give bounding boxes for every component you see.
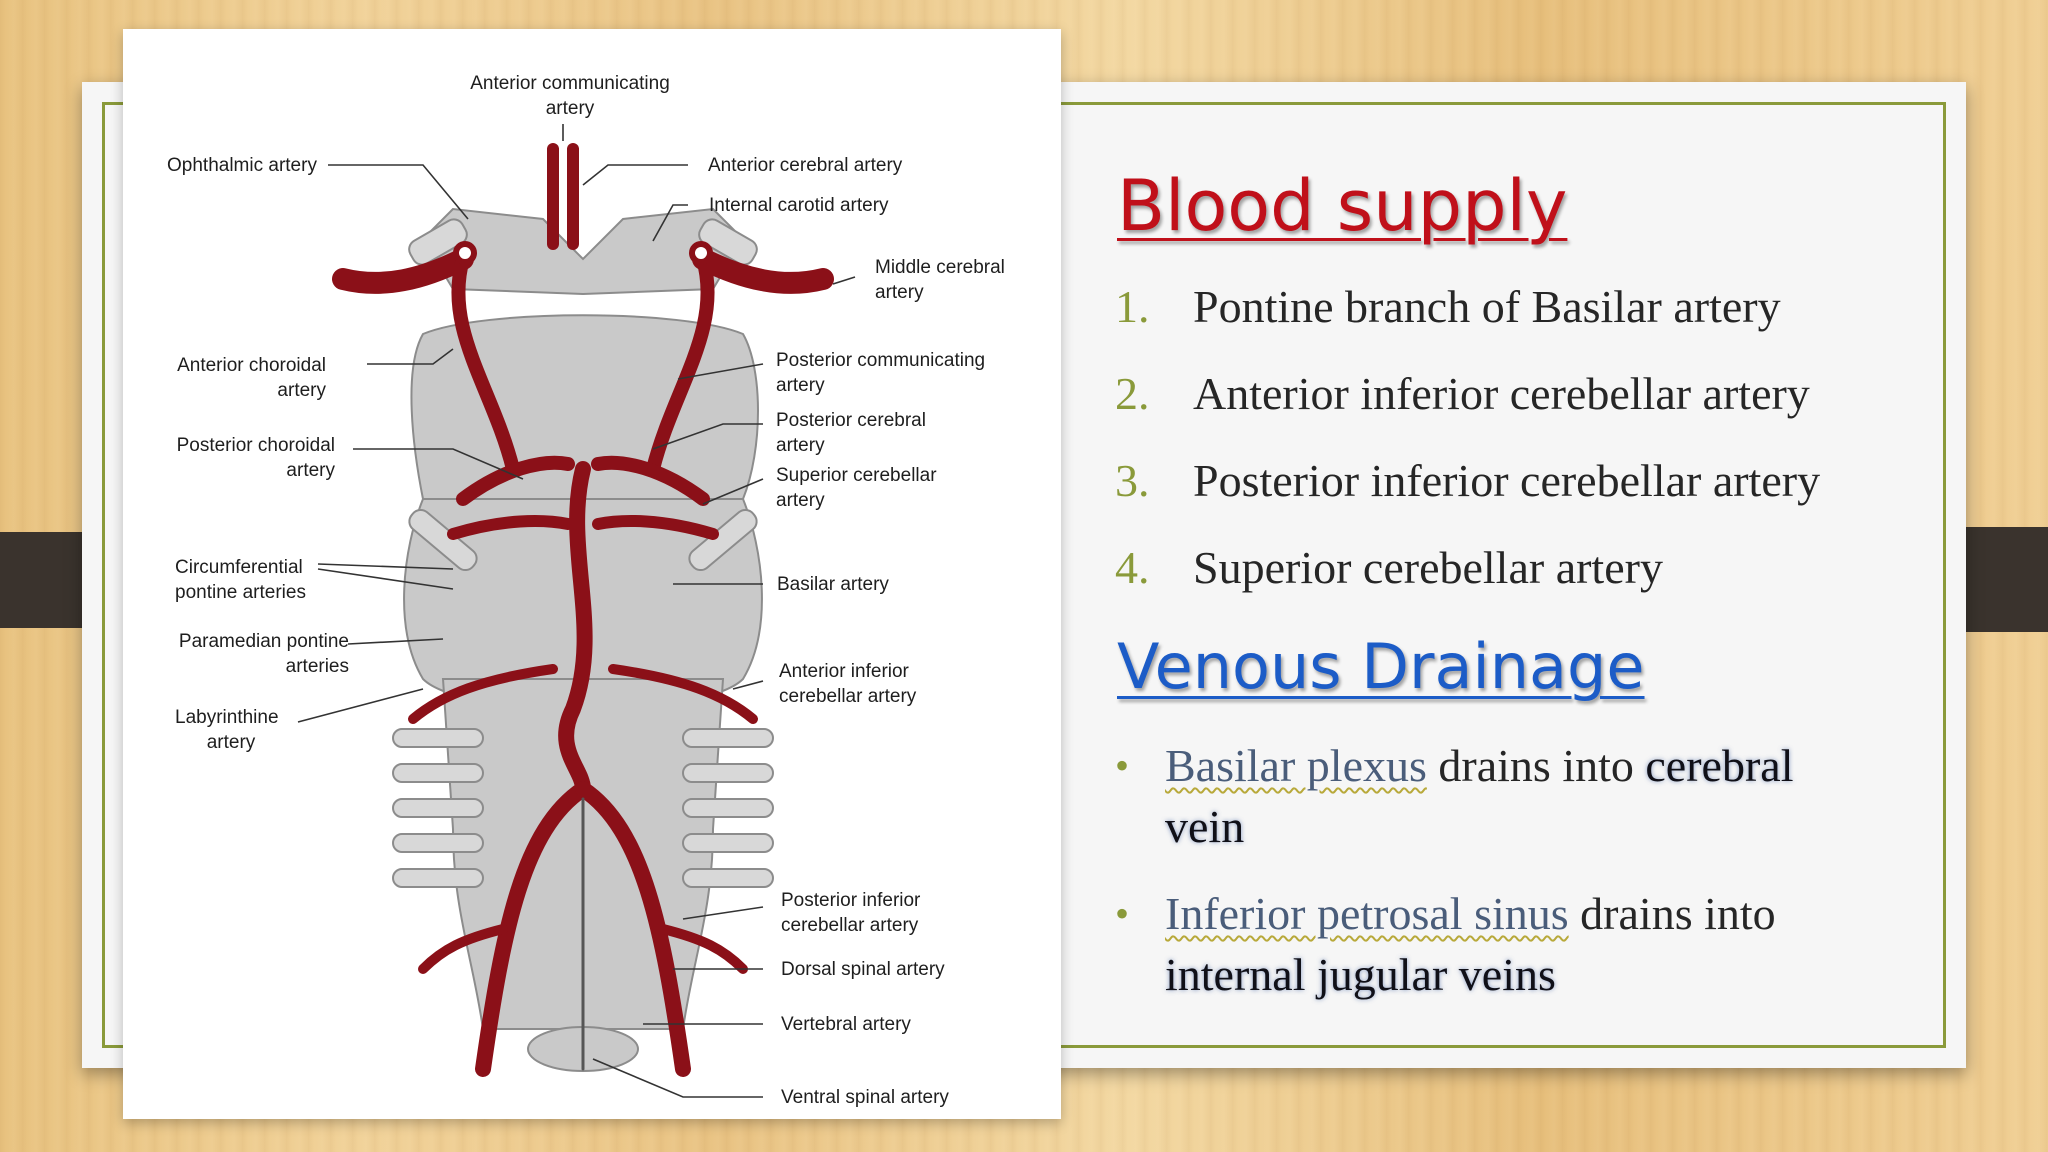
svg-text:Anterior inferior: Anterior inferior <box>779 661 910 682</box>
svg-text:artery: artery <box>875 282 924 303</box>
svg-text:Ophthalmic artery: Ophthalmic artery <box>167 155 317 176</box>
label-posterior-inferior-cerebellar-2: cerebellar artery <box>781 915 919 936</box>
svg-text:artery: artery <box>207 732 256 753</box>
cranial-nerves <box>392 218 774 888</box>
label-middle-cerebral-2: artery <box>875 282 924 303</box>
label-anterior-choroidal-1: Anterior choroidal <box>177 355 326 376</box>
label-middle-cerebral-1: Middle cerebral <box>875 257 1005 278</box>
list-item: 2. Anterior inferior cerebellar artery <box>1115 367 1820 454</box>
label-ophthalmic: Ophthalmic artery <box>167 155 317 176</box>
svg-text:cerebellar artery: cerebellar artery <box>779 686 917 707</box>
venous-drainage-list: • Basilar plexus drains into cerebral vei… <box>1113 735 1873 1031</box>
drainage-verb: drains into <box>1426 740 1646 791</box>
label-basilar: Basilar artery <box>777 574 889 595</box>
list-text: Posterior inferior cerebellar artery <box>1193 455 1821 506</box>
label-posterior-choroidal-2: artery <box>286 460 335 481</box>
label-anterior-cerebral: Anterior cerebral artery <box>708 155 903 176</box>
leader-lines <box>297 124 856 1098</box>
list-item: 3. Posterior inferior cerebellar artery <box>1115 454 1820 541</box>
drainage-source: Basilar plexus <box>1165 740 1427 791</box>
svg-text:arteries: arteries <box>286 656 349 677</box>
drainage-verb: drains into <box>1568 888 1776 939</box>
svg-text:Posterior choroidal: Posterior choroidal <box>177 435 335 456</box>
label-vertebral: Vertebral artery <box>781 1014 911 1035</box>
list-item: 1. Pontine branch of Basilar artery <box>1115 280 1820 367</box>
label-anterior-communicating-1: Anterior communicating <box>470 73 670 94</box>
label-posterior-cerebral-1: Posterior cerebral <box>776 410 926 431</box>
list-text: Anterior inferior cerebellar artery <box>1193 368 1810 419</box>
label-posterior-inferior-cerebellar-1: Posterior inferior <box>781 890 921 911</box>
label-labyrinthine-2: artery <box>207 732 256 753</box>
diagram-svg: Anterior communicating artery Ophthalmic… <box>167 73 1005 1108</box>
drainage-source: Inferior petrosal sinus <box>1165 888 1569 939</box>
label-internal-carotid: Internal carotid artery <box>709 195 889 216</box>
list-item: 4. Superior cerebellar artery <box>1115 541 1820 628</box>
label-anterior-choroidal-2: artery <box>277 380 326 401</box>
svg-text:Labyrinthine: Labyrinthine <box>175 707 279 728</box>
svg-text:Posterior cerebral: Posterior cerebral <box>776 410 926 431</box>
diagram-labels: Anterior communicating artery Ophthalmic… <box>167 73 1005 1108</box>
bullet-dot: • <box>1115 743 1130 788</box>
list-item: • Basilar plexus drains into cerebral vei… <box>1113 735 1873 857</box>
label-superior-cerebellar-1: Superior cerebellar <box>776 465 937 486</box>
svg-text:Posterior communicating: Posterior communicating <box>776 350 985 371</box>
label-circumferential-pontine-1: Circumferential <box>175 557 303 578</box>
label-dorsal-spinal: Dorsal spinal artery <box>781 959 945 980</box>
svg-text:Vertebral artery: Vertebral artery <box>781 1014 911 1035</box>
svg-text:cerebellar artery: cerebellar artery <box>781 915 919 936</box>
svg-text:Posterior inferior: Posterior inferior <box>781 890 921 911</box>
svg-text:artery: artery <box>286 460 335 481</box>
arteries <box>332 143 834 1077</box>
brainstem-artery-diagram: Anterior communicating artery Ophthalmic… <box>123 29 1061 1119</box>
list-number: 2. <box>1115 368 1150 419</box>
drainage-target: internal jugular veins <box>1165 949 1556 1000</box>
svg-text:Basilar artery: Basilar artery <box>777 574 889 595</box>
svg-text:Superior cerebellar: Superior cerebellar <box>776 465 937 486</box>
svg-text:Paramedian pontine: Paramedian pontine <box>179 631 349 652</box>
svg-text:artery: artery <box>277 380 326 401</box>
svg-text:Anterior cerebral artery: Anterior cerebral artery <box>708 155 903 176</box>
label-posterior-cerebral-2: artery <box>776 435 825 456</box>
svg-text:artery: artery <box>776 375 825 396</box>
label-anterior-inferior-cerebellar-2: cerebellar artery <box>779 686 917 707</box>
label-ventral-spinal: Ventral spinal artery <box>781 1087 949 1108</box>
drainage-target: cerebral vein <box>1165 740 1794 852</box>
label-superior-cerebellar-2: artery <box>776 490 825 511</box>
label-paramedian-pontine-1: Paramedian pontine <box>179 631 349 652</box>
blood-supply-list: 1. Pontine branch of Basilar artery 2. Ant… <box>1115 280 1820 628</box>
svg-text:pontine arteries: pontine arteries <box>175 582 306 603</box>
label-anterior-communicating-2: artery <box>546 98 595 119</box>
svg-text:Dorsal spinal artery: Dorsal spinal artery <box>781 959 945 980</box>
list-text: Superior cerebellar artery <box>1193 542 1663 593</box>
svg-text:Internal carotid artery: Internal carotid artery <box>709 195 889 216</box>
label-anterior-inferior-cerebellar-1: Anterior inferior <box>779 661 910 682</box>
list-text: Pontine branch of Basilar artery <box>1193 281 1781 332</box>
list-number: 1. <box>1115 281 1150 332</box>
label-posterior-choroidal-1: Posterior choroidal <box>177 435 335 456</box>
venous-drainage-heading: Venous Drainage <box>1117 630 1645 703</box>
label-circumferential-pontine-2: pontine arteries <box>175 582 306 603</box>
bullet-dot: • <box>1115 891 1130 936</box>
label-posterior-communicating-1: Posterior communicating <box>776 350 985 371</box>
list-number: 4. <box>1115 542 1150 593</box>
list-item: • Inferior petrosal sinus drains into int… <box>1113 883 1873 1005</box>
blood-supply-heading: Blood supply <box>1117 165 1568 247</box>
svg-text:Anterior choroidal: Anterior choroidal <box>177 355 326 376</box>
svg-text:artery: artery <box>776 490 825 511</box>
label-posterior-communicating-2: artery <box>776 375 825 396</box>
svg-text:Anterior communicating: Anterior communicating <box>470 73 670 94</box>
svg-text:artery: artery <box>546 98 595 119</box>
list-number: 3. <box>1115 455 1150 506</box>
svg-text:Middle cerebral: Middle cerebral <box>875 257 1005 278</box>
label-paramedian-pontine-2: arteries <box>286 656 349 677</box>
svg-text:Ventral spinal artery: Ventral spinal artery <box>781 1087 949 1108</box>
vessel-openings <box>453 241 713 265</box>
svg-text:artery: artery <box>776 435 825 456</box>
svg-text:Circumferential: Circumferential <box>175 557 303 578</box>
label-labyrinthine-1: Labyrinthine <box>175 707 279 728</box>
